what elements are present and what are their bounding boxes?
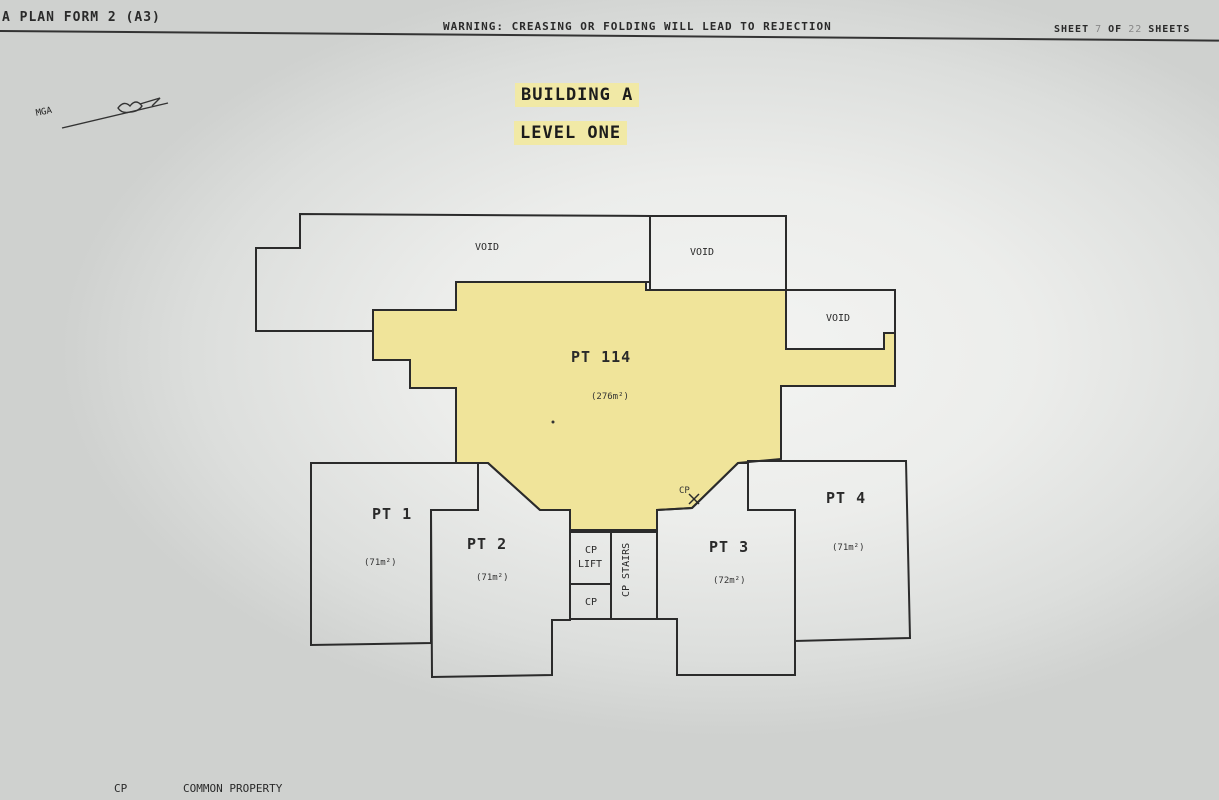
pt1-name: PT 1 [372, 505, 413, 523]
pt1-area-text: (71m²) [364, 558, 397, 568]
cross-mark-icon [688, 493, 700, 505]
legend-abbr: CP [114, 782, 128, 795]
lift-cp-label: CP [585, 545, 598, 556]
void-area-2 [649, 215, 787, 291]
pt114-name: PT 114 [571, 348, 632, 366]
pt1-area [310, 462, 479, 647]
void-label-1: VOID [475, 242, 500, 253]
pt2-area-text: (71m²) [476, 573, 509, 583]
stairs-block [610, 531, 658, 620]
sheet-total: 22 [1128, 24, 1143, 35]
north-arrow-icon [61, 97, 169, 129]
of-label: OF [1108, 24, 1123, 35]
lift-label: LIFT [578, 559, 603, 570]
cp-corner-label: CP [679, 486, 690, 496]
pt114-area [372, 281, 896, 531]
pt114-area-text: (276m²) [591, 392, 629, 402]
void-label-3: VOID [826, 313, 851, 324]
sheet-counter: SHEET 7 OF 22 SHEETS [1054, 24, 1190, 35]
void-label-2: VOID [690, 247, 715, 258]
pt2-area [429, 462, 571, 679]
sheets-label: SHEETS [1148, 24, 1191, 35]
pt4-name: PT 4 [826, 489, 867, 507]
stairs-label: CP STAIRS [621, 542, 632, 597]
warning-text: WARNING: CREASING OR FOLDING WILL LEAD T… [443, 20, 832, 33]
pt2-name: PT 2 [467, 535, 508, 553]
pt4-area-text: (71m²) [832, 543, 865, 553]
form-label: A PLAN FORM 2 (A3) [2, 10, 161, 25]
pt3-area-text: (72m²) [713, 576, 746, 586]
level-title: LEVEL ONE [514, 121, 628, 145]
pt3-name: PT 3 [709, 538, 750, 556]
void-area-3 [785, 289, 896, 350]
legend-meaning: COMMON PROPERTY [183, 782, 283, 795]
lower-cp-label: CP [585, 597, 598, 608]
pt4-area [747, 460, 912, 643]
sheet-label: SHEET [1054, 24, 1090, 35]
building-title: BUILDING A [515, 83, 640, 107]
sheet-number: 7 [1095, 24, 1103, 35]
